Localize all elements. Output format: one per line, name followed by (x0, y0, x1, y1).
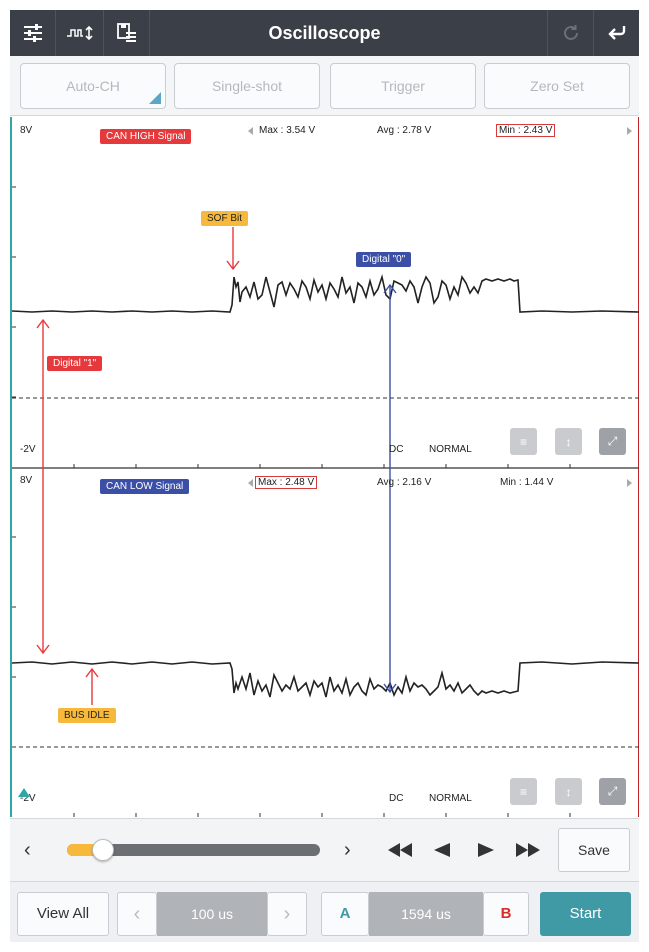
waveform-scale-icon[interactable] (56, 10, 104, 56)
ch-b-fullscreen-button[interactable]: ⤢ (599, 778, 626, 805)
step-forward-icon[interactable] (478, 843, 494, 857)
cursor-b-button[interactable]: B (483, 892, 529, 936)
slider-fill (67, 844, 98, 856)
scroll-right-icon[interactable]: › (344, 839, 351, 861)
digital-one-annotation: Digital "1" (47, 356, 103, 371)
ch-b-menu-button[interactable]: ≡ (510, 778, 537, 805)
ch-a-max: Max : 3.54 V (259, 125, 316, 136)
ch-b-right-arrow-icon[interactable] (627, 479, 632, 487)
timeline-slider[interactable] (67, 839, 320, 861)
ch-b-coupling: DC (389, 793, 404, 804)
scope-display[interactable]: 8V -2V CAN HIGH Signal Max : 3.54 V Avg … (10, 117, 639, 817)
waveform-canvas (12, 186, 639, 817)
bus-idle-annotation: BUS IDLE (58, 708, 116, 723)
trigger-button[interactable]: Trigger (330, 63, 476, 109)
ch-b-avg: Avg : 2.16 V (377, 477, 432, 488)
slider-knob[interactable] (92, 839, 114, 861)
ch-a-coupling: DC (389, 444, 404, 455)
auto-ch-label: Auto-CH (66, 78, 120, 94)
vertical-arrows-icon: ↕ (565, 784, 572, 799)
list-icon: ≡ (519, 784, 527, 799)
ch-a-fullscreen-button[interactable]: ⤢ (599, 428, 626, 455)
ch-a-right-arrow-icon[interactable] (627, 127, 632, 135)
dropdown-corner-icon (149, 92, 161, 104)
cursor-a-button[interactable]: A (321, 892, 369, 936)
ch-b-min: Min : 1.44 V (500, 477, 554, 488)
step-back-icon[interactable] (434, 843, 450, 857)
ch-b-scale-button[interactable]: ↕ (555, 778, 582, 805)
auto-ch-button[interactable]: Auto-CH (20, 63, 166, 109)
top-button-bar: Auto-CH Single-shot Trigger Zero Set (10, 56, 639, 116)
ch-b-left-arrow-icon[interactable] (248, 479, 253, 487)
timebase-value: 100 us (157, 892, 267, 936)
save-list-icon[interactable] (104, 10, 150, 56)
title-bar: Oscilloscope (10, 10, 639, 56)
ch-b-zero-marker-icon[interactable] (18, 788, 30, 797)
digital-zero-annotation: Digital "0" (356, 252, 412, 267)
vertical-arrows-icon: ↕ (565, 434, 572, 449)
timebase-decrease-button[interactable]: ‹ (117, 892, 157, 936)
save-button[interactable]: Save (558, 828, 630, 872)
ch-a-menu-button[interactable]: ≡ (510, 428, 537, 455)
ch-b-top-scale: 8V (20, 475, 33, 486)
list-icon: ≡ (519, 434, 527, 449)
chevron-left-icon: ‹ (133, 903, 141, 925)
start-button[interactable]: Start (540, 892, 631, 936)
single-shot-button[interactable]: Single-shot (174, 63, 320, 109)
timeline-bar: ‹ › Save (10, 818, 639, 881)
fast-forward-icon[interactable] (516, 843, 540, 857)
cursor-delta-value: 1594 us (369, 892, 483, 936)
ch-a-bottom-scale: -2V (20, 444, 36, 455)
ch-b-bottom-scale: -2V (20, 793, 36, 804)
back-return-icon[interactable] (593, 10, 639, 56)
refresh-icon[interactable] (547, 10, 593, 56)
ch-b-mode: NORMAL (429, 793, 472, 804)
chevron-right-icon: › (283, 903, 291, 925)
fast-rewind-icon[interactable] (388, 843, 412, 857)
scroll-left-icon[interactable]: ‹ (24, 839, 31, 861)
footer-bar: View All ‹ 100 us › A 1594 us B Start (10, 881, 639, 942)
ch-a-min: Min : 2.43 V (496, 124, 556, 137)
sof-bit-annotation: SOF Bit (201, 211, 249, 226)
view-all-button[interactable]: View All (17, 892, 109, 936)
timebase-increase-button[interactable]: › (267, 892, 307, 936)
expand-icon: ⤢ (607, 784, 618, 798)
ch-a-scale-button[interactable]: ↕ (555, 428, 582, 455)
ch-b-signal-tag: CAN LOW Signal (100, 479, 190, 494)
ch-a-signal-tag: CAN HIGH Signal (100, 129, 192, 144)
ch-a-avg: Avg : 2.78 V (377, 125, 432, 136)
ch-a-left-arrow-icon[interactable] (248, 127, 253, 135)
ch-a-mode: NORMAL (429, 444, 472, 455)
ch-a-top-scale: 8V (20, 125, 33, 136)
zero-set-button[interactable]: Zero Set (484, 63, 630, 109)
expand-icon: ⤢ (607, 434, 618, 448)
ch-b-max: Max : 2.48 V (255, 476, 318, 489)
settings-sliders-icon[interactable] (10, 10, 56, 56)
